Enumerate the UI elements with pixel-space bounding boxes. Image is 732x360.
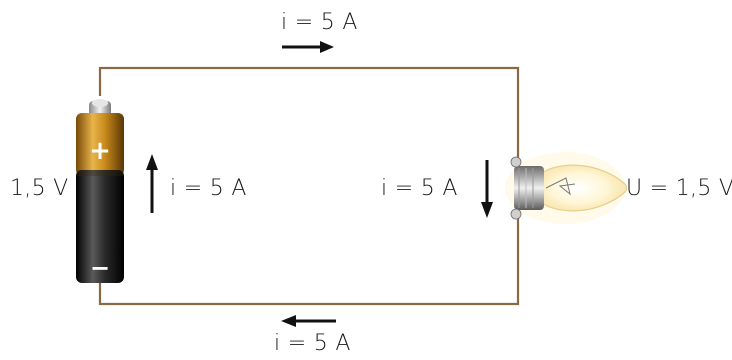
current-label-bulb: i = 5 A <box>381 176 458 201</box>
wire-top <box>98 66 520 165</box>
arrow-down-icon <box>481 160 493 218</box>
light-bulb-icon <box>505 152 628 224</box>
bulb-voltage-label: U = 1,5 V <box>626 176 732 201</box>
battery-plus-symbol: + <box>89 136 111 166</box>
arrow-up-icon <box>146 154 158 213</box>
current-label-top: i = 5 A <box>281 10 358 35</box>
arrow-right-icon <box>282 41 334 53</box>
battery-voltage-label: 1,5 V <box>10 176 69 201</box>
current-label-battery: i = 5 A <box>170 176 247 201</box>
battery-icon: + − <box>76 99 124 283</box>
battery-minus-symbol: − <box>90 254 110 282</box>
current-label-bottom: i = 5 A <box>274 331 351 356</box>
wire-bottom <box>98 215 520 306</box>
arrow-left-icon <box>281 315 336 327</box>
